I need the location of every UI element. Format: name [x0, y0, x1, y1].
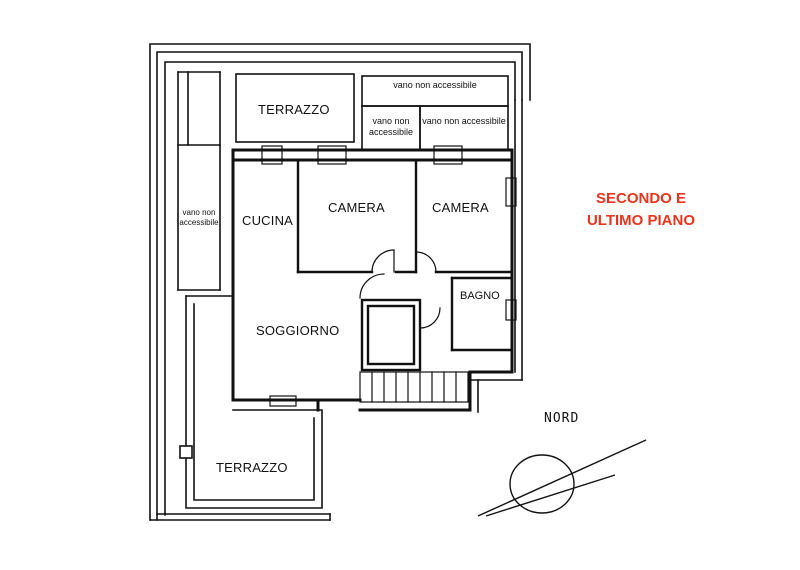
room-label-camera-right: CAMERA [432, 200, 489, 215]
room-label-camera-left: CAMERA [328, 200, 385, 215]
vano-boxes [361, 75, 509, 151]
room-label-vano-mid-right: vano non accessibile [422, 116, 506, 126]
north-compass [477, 439, 647, 517]
room-label-soggiorno: SOGGIORNO [256, 323, 340, 338]
room-label-terrazzo-bottom: TERRAZZO [216, 460, 288, 475]
compass-needle-lower [485, 474, 616, 517]
room-label-vano-mid-left: vano non accessibile [368, 116, 414, 137]
interior-walls [296, 158, 512, 372]
floor-title-line1: SECONDO E [595, 190, 686, 207]
door-swings [359, 249, 441, 329]
compass-label: NORD [544, 411, 580, 426]
compass-circle [509, 454, 575, 514]
left-strip [177, 71, 221, 291]
room-label-bagno: BAGNO [460, 290, 500, 302]
staircase [359, 371, 469, 403]
window-marks [261, 145, 517, 407]
room-label-terrazzo-top: TERRAZZO [258, 102, 330, 117]
room-label-vano-top: vano non accessibile [393, 80, 477, 90]
outer-boundary [149, 43, 531, 521]
apartment-walls [231, 148, 514, 412]
terrazzo-bottom-outline [179, 295, 323, 509]
right-strip [469, 99, 523, 413]
compass-needle-upper [477, 439, 647, 517]
floor-title: SECONDO E ULTIMO PIANO [566, 188, 716, 232]
floor-title-line2: ULTIMO PIANO [586, 212, 696, 229]
room-label-vano-side: vano non accessibile [179, 208, 219, 227]
terrazzo-top-outline [235, 73, 355, 143]
room-label-cucina: CUCINA [242, 213, 294, 228]
